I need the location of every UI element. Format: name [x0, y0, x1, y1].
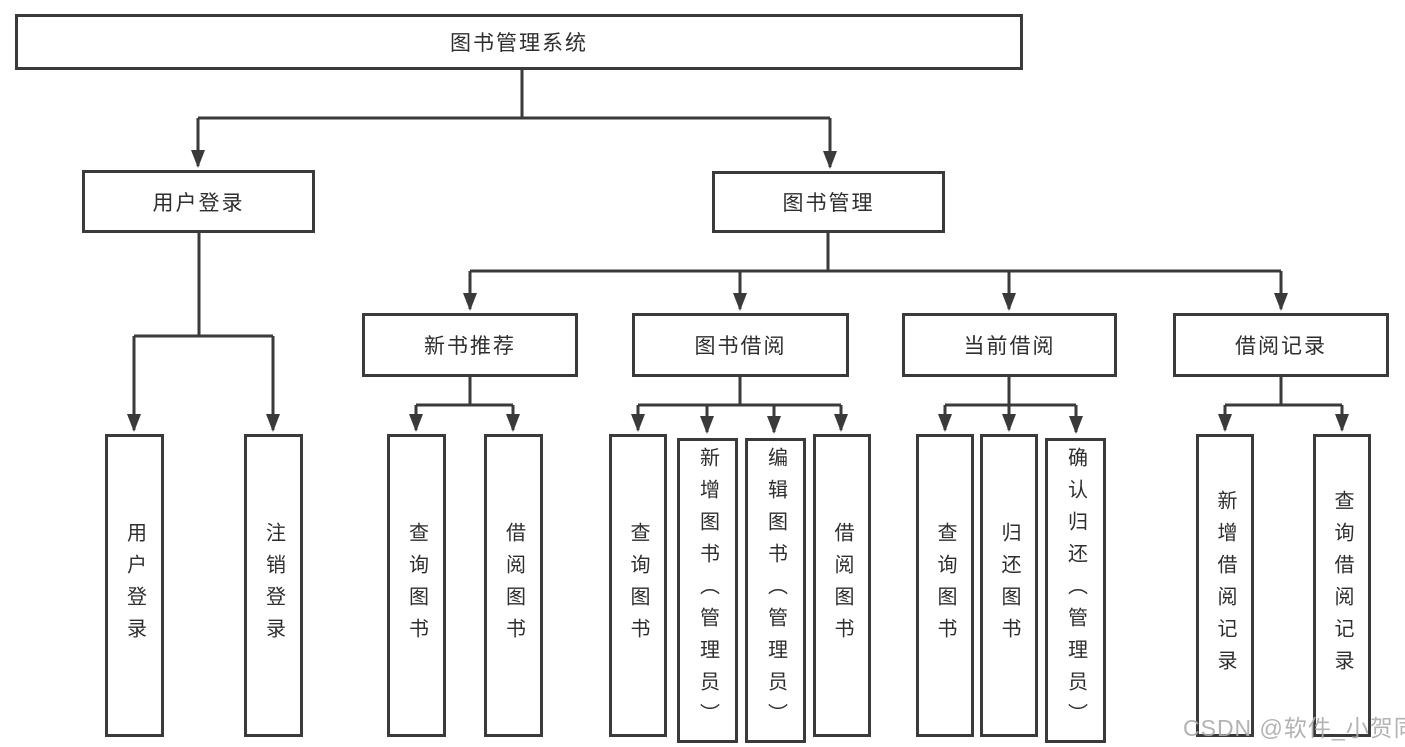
node-bb-query-books: 查询图书	[609, 434, 667, 737]
node-cb-confirm-return-admin: 确认归还（管理员）	[1045, 438, 1106, 743]
node-logout-leaf: 注销登录	[244, 434, 303, 737]
connector-book-management	[463, 233, 1288, 311]
connector-new-book-recommend	[409, 377, 520, 432]
node-current-borrowing: 当前借阅	[902, 313, 1117, 377]
node-nb-query-books: 查询图书	[387, 434, 446, 737]
node-borrowing-records: 借阅记录	[1173, 313, 1389, 377]
connector-user-login	[127, 233, 280, 432]
node-cb-query-books: 查询图书	[916, 434, 974, 737]
connector-book-borrowing	[631, 377, 848, 434]
node-bb-borrow-books: 借阅图书	[813, 434, 871, 737]
node-new-book-recommend: 新书推荐	[362, 313, 578, 377]
node-book-management: 图书管理	[712, 171, 945, 233]
node-user-login: 用户登录	[82, 170, 315, 233]
connector-root	[191, 70, 837, 169]
node-cb-return-books: 归还图书	[980, 434, 1038, 737]
node-book-borrowing: 图书借阅	[632, 313, 849, 377]
node-br-query-record: 查询借阅记录	[1313, 434, 1371, 737]
node-user-login-leaf: 用户登录	[105, 434, 164, 737]
watermark-text: CSDN @软件_小贺同学	[1183, 715, 1405, 741]
connector-borrowing-records	[1218, 377, 1349, 432]
node-library-system: 图书管理系统	[15, 14, 1023, 70]
connector-current-borrowing	[938, 377, 1083, 434]
node-nb-borrow-books: 借阅图书	[484, 434, 543, 737]
node-br-add-record: 新增借阅记录	[1196, 434, 1254, 737]
node-bb-edit-books-admin: 编辑图书（管理员）	[745, 438, 806, 743]
node-bb-add-books-admin: 新增图书（管理员）	[677, 438, 738, 743]
